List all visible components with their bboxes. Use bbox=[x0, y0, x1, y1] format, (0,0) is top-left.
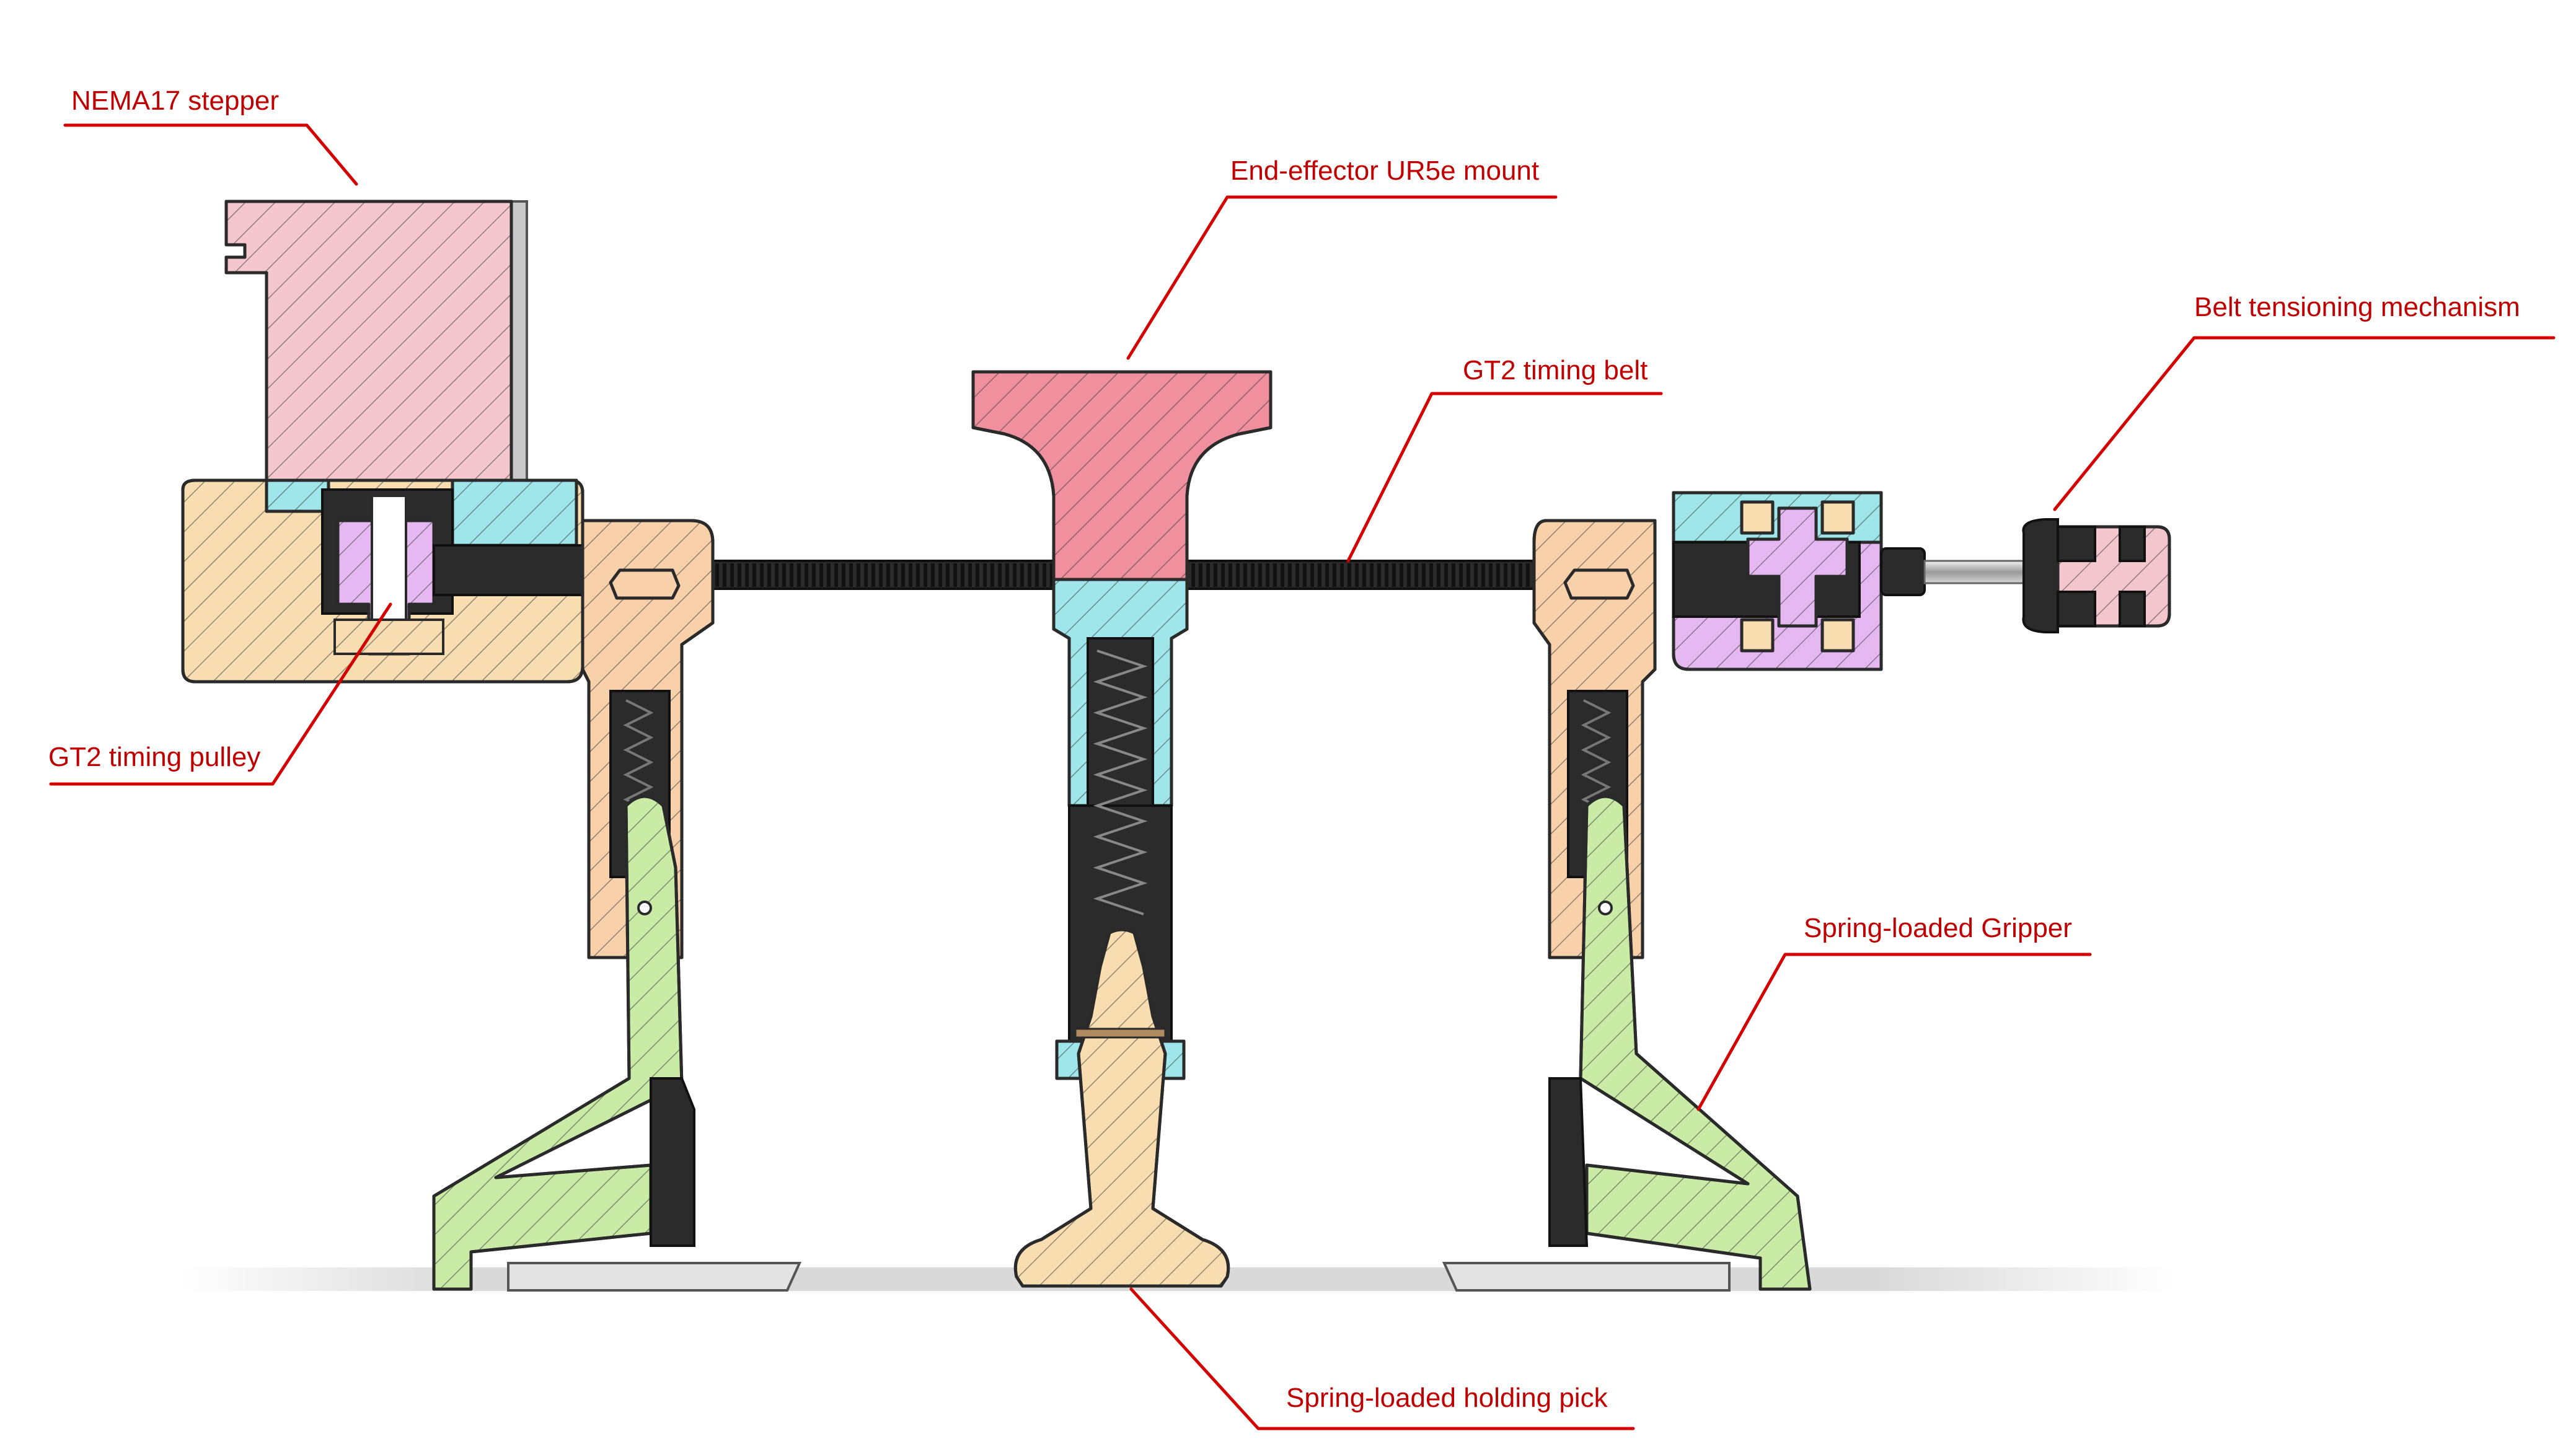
tensioner-leader-line bbox=[2053, 336, 2556, 511]
nema17-leader-line bbox=[63, 123, 358, 186]
holding-pick-label: Spring-loaded holding pick bbox=[1286, 1383, 1608, 1413]
gripper-leader-line bbox=[1696, 953, 2092, 1111]
belt-tensioner-part bbox=[1672, 491, 2171, 671]
mount-leader-line bbox=[1126, 195, 1558, 360]
pick-leader-line bbox=[1129, 1287, 1635, 1430]
left-gripper-arm-part bbox=[432, 519, 802, 1292]
belt-leader-line bbox=[1346, 392, 1663, 563]
gt2-pulley-part bbox=[333, 495, 444, 656]
ur5e-mount-part bbox=[971, 370, 1273, 581]
gt2-belt-label: GT2 timing belt bbox=[1463, 355, 1647, 385]
right-gripper-arm-part bbox=[1442, 519, 1812, 1292]
nema17-stepper-label: NEMA17 stepper bbox=[71, 86, 279, 116]
pulley-leader-line bbox=[49, 602, 392, 786]
spring-gripper-label: Spring-loaded Gripper bbox=[1804, 913, 2072, 943]
ur5e-mount-label: End-effector UR5e mount bbox=[1230, 156, 1539, 186]
holding-pick-part bbox=[1013, 578, 1230, 1288]
belt-tensioner-label: Belt tensioning mechanism bbox=[2194, 292, 2520, 322]
left-frame-part bbox=[181, 478, 587, 684]
gt2-pulley-label: GT2 timing pulley bbox=[48, 742, 260, 772]
